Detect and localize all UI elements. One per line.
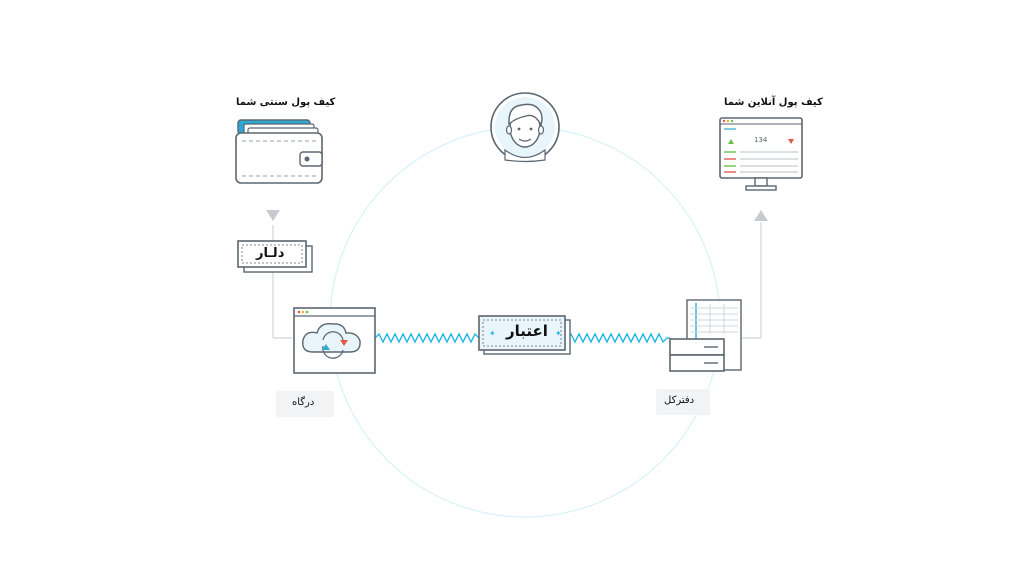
wallet-icon — [235, 119, 323, 184]
ledger-label: دفترکل — [664, 395, 695, 406]
server-ledger-icon — [669, 299, 742, 372]
credit-tag-icon: ✦ ✦ — [478, 315, 571, 355]
left-flow-line — [266, 210, 292, 339]
ledger-label-box — [656, 389, 710, 415]
right-flow-line — [742, 210, 768, 339]
up-arrow-icon — [754, 210, 768, 221]
dollar-bill-icon — [237, 240, 313, 273]
gateway-label-box — [276, 391, 334, 417]
gateway-label: درگاه — [292, 397, 315, 408]
credit-label: اعتبار — [506, 322, 548, 340]
down-arrow-icon — [266, 210, 280, 221]
dollar-label: دلـار — [256, 246, 285, 261]
online-wallet-label: کیف پول آنلاین شما — [724, 97, 823, 108]
zigzag-left-connection — [374, 332, 480, 344]
zigzag-right-connection — [566, 332, 670, 344]
svg-text:✦: ✦ — [555, 329, 562, 338]
traditional-wallet-label: کیف پول سنتی شما — [236, 97, 336, 108]
gateway-window-icon — [293, 307, 376, 374]
svg-text:✦: ✦ — [489, 329, 496, 338]
monitor-dashboard-icon — [719, 117, 803, 191]
monitor-value: 134 — [754, 136, 768, 144]
person-avatar-icon — [490, 92, 560, 163]
